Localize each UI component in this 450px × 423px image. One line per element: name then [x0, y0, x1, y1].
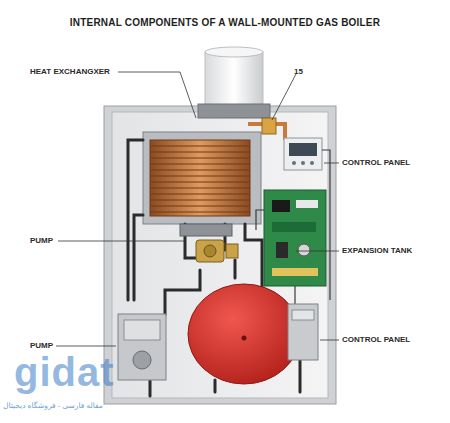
part-label: CONTROL PANEL [342, 336, 410, 345]
watermark: مقاله فارسی - فروشگاه دیجیتال [3, 402, 103, 410]
part-label: PUMP [30, 342, 53, 351]
diagram-title: INTERNAL COMPONENTS OF A WALL-MOUNTED GA… [70, 17, 380, 28]
part-label: PUMP [30, 237, 53, 246]
part-label: CONTROL PANEL [342, 159, 410, 168]
part-label: EXPANSION TANK [342, 247, 412, 256]
part-label: HEAT EXCHANGXER [30, 68, 110, 77]
watermark: gidat [14, 350, 115, 394]
callout-number: 15 [294, 68, 303, 77]
